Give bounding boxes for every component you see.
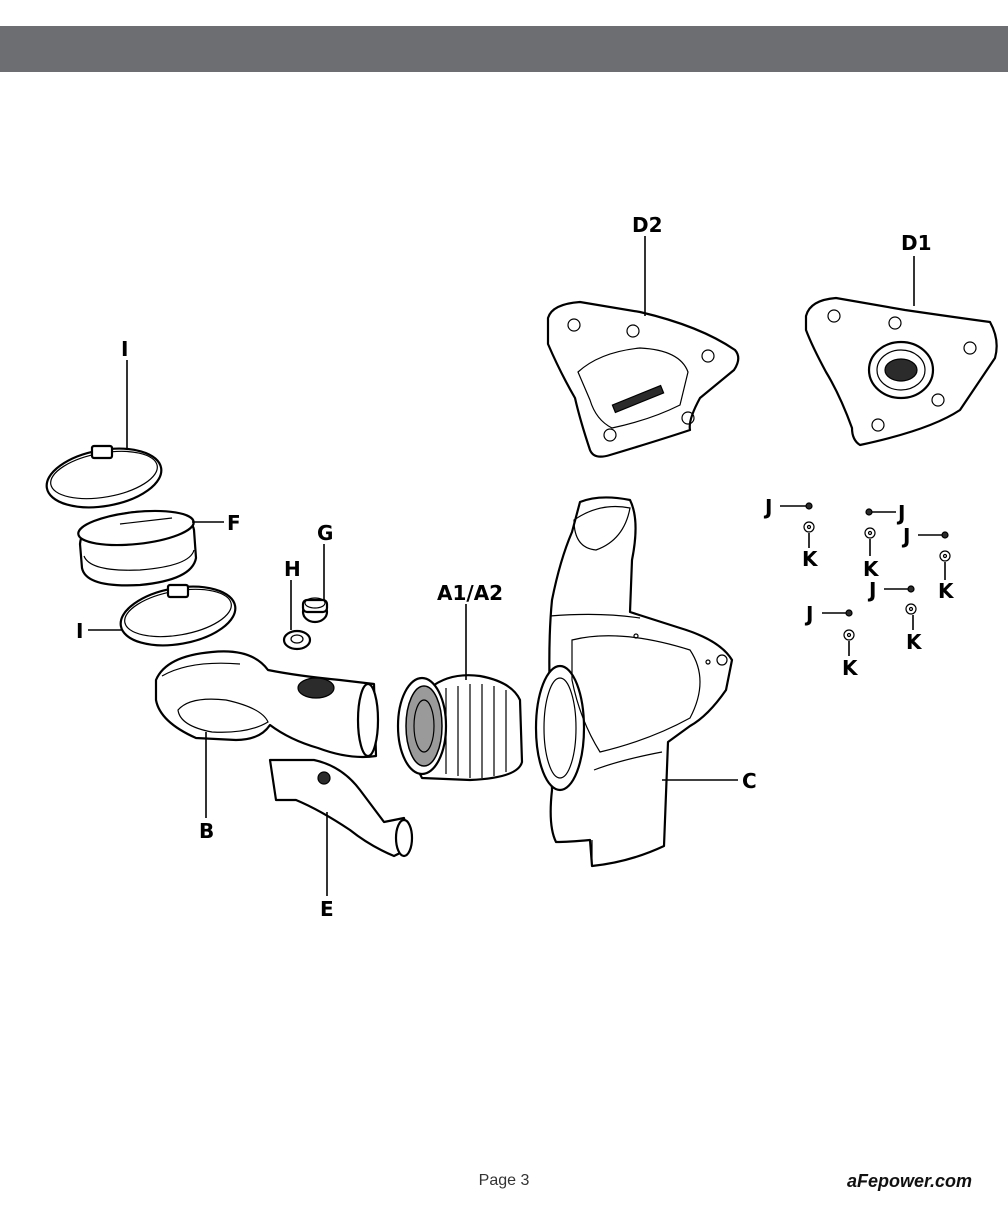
website-link[interactable]: aFepower.com (846, 1171, 972, 1191)
callout-d2: D2 (632, 213, 663, 237)
part-i-clamp-bottom (119, 583, 237, 647)
part-g-plug (301, 597, 329, 624)
part-b-intake-tube (154, 650, 380, 759)
part-e-duct (268, 758, 414, 858)
page-number: Page 3 (478, 1172, 530, 1189)
callout-j3: J (901, 524, 910, 548)
callout-i-bottom: I (76, 619, 83, 643)
callout-c: C (742, 769, 757, 793)
part-d2-lid (546, 300, 740, 458)
callout-k2: K (863, 557, 880, 581)
part-h-grommet (282, 629, 312, 651)
callout-i-top: I (121, 337, 128, 361)
callout-k1: K (802, 547, 819, 571)
part-c-airbox (534, 496, 734, 868)
callout-d1: D1 (901, 231, 932, 255)
callout-b: B (199, 819, 214, 843)
part-f-coupler (77, 509, 198, 587)
callout-e: E (320, 897, 334, 921)
callout-j2: J (896, 501, 905, 525)
callout-k5: K (842, 656, 859, 680)
part-i-clamp-top (45, 444, 163, 509)
header-bar (0, 26, 1008, 72)
callout-g: G (317, 521, 333, 545)
callout-f: F (227, 511, 241, 535)
callout-h: H (284, 557, 301, 581)
callout-k3: K (938, 579, 955, 603)
part-d1-lid (804, 296, 998, 447)
callout-j1: J (763, 495, 772, 519)
callout-a1a2: A1/A2 (437, 581, 503, 605)
callout-j4: J (867, 578, 876, 602)
part-a1a2-air-filter (396, 674, 524, 782)
hardware-jk-set: J K J K J K J K J K (763, 495, 955, 680)
callout-j5: J (804, 602, 813, 626)
callout-k4: K (906, 630, 923, 654)
